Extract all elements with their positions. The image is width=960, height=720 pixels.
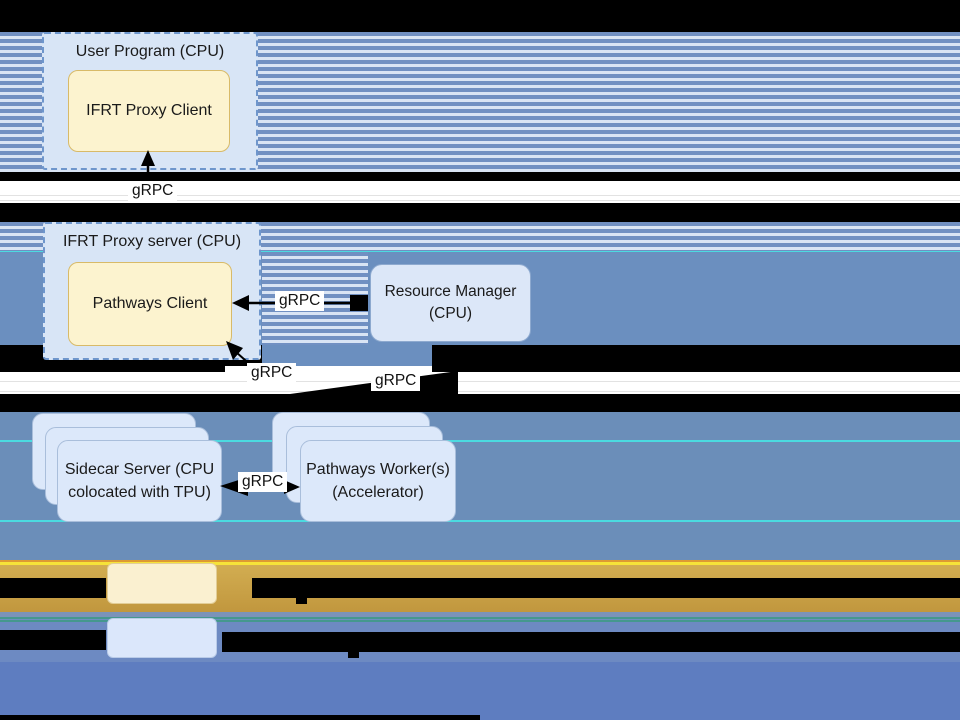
sidecar-stack-front: Sidecar Server (CPU colocated with TPU): [57, 440, 222, 522]
legend-redaction-2-left: [0, 630, 106, 650]
ifrt-proxy-server-title: IFRT Proxy server (CPU): [62, 233, 242, 250]
pathways-worker-line2: (Accelerator): [332, 484, 424, 501]
ifrt-proxy-client-box: IFRT Proxy Client: [68, 70, 230, 152]
pathways-worker-line1: Pathways Worker(s): [306, 461, 450, 478]
legend-redaction-2-right: [222, 632, 960, 652]
sidecar-server-line2: colocated with TPU): [68, 484, 211, 501]
legend-redaction-1-left: [0, 578, 106, 598]
band-bluegray: [0, 612, 960, 617]
grpc-label-left-diag: gRPC: [247, 363, 297, 383]
legend-redaction-1-right: [252, 578, 960, 598]
grpc-label-mid: gRPC: [275, 291, 325, 311]
resource-manager-line2: (CPU): [428, 305, 473, 322]
legend-swatch-yellow: [107, 563, 217, 604]
resource-manager-box: Resource Manager (CPU): [370, 264, 531, 342]
hairline-3: [0, 381, 960, 382]
hairline-4: [0, 391, 960, 392]
legend-redaction-1-descender: [296, 598, 307, 604]
teal-gap: [0, 619, 960, 620]
band-black-2: [0, 203, 960, 222]
white-patch-left: [225, 366, 432, 372]
cyan-hairline-3: [0, 520, 960, 522]
teal-line-1: [0, 617, 960, 619]
sidecar-server-line1: Sidecar Server (CPU: [64, 461, 215, 478]
band-black-4: [0, 394, 960, 412]
band-top-black: [0, 0, 960, 32]
band-periwinkle-2: [0, 662, 960, 720]
grpc-label-top: gRPC: [128, 181, 178, 201]
worker-stack-front: Pathways Worker(s) (Accelerator): [300, 440, 456, 522]
resource-manager-line1: Resource Manager: [384, 283, 517, 300]
hairline-2: [0, 200, 960, 201]
hairline-1: [0, 195, 960, 196]
pathways-client-box: Pathways Client: [68, 262, 232, 346]
yellow-hairline: [0, 562, 960, 565]
orange-hairline: [0, 560, 960, 562]
grpc-label-right-diag: gRPC: [371, 371, 421, 391]
pathways-client-label: Pathways Client: [92, 295, 208, 312]
legend-swatch-blue: [107, 618, 217, 658]
bottom-left-black-strip: [0, 715, 480, 720]
ifrt-proxy-client-label: IFRT Proxy Client: [86, 102, 212, 119]
cyan-hairline-2: [0, 440, 960, 442]
band-black-1: [0, 172, 960, 181]
band-white-1: [0, 181, 960, 203]
teal-line-2: [0, 620, 960, 622]
grpc-label-stack: gRPC: [238, 472, 288, 492]
user-program-title: User Program (CPU): [75, 43, 225, 60]
band-white-2: [0, 372, 960, 394]
legend-redaction-2-descender: [348, 652, 359, 658]
blue-patch-below-rm: [262, 345, 432, 367]
